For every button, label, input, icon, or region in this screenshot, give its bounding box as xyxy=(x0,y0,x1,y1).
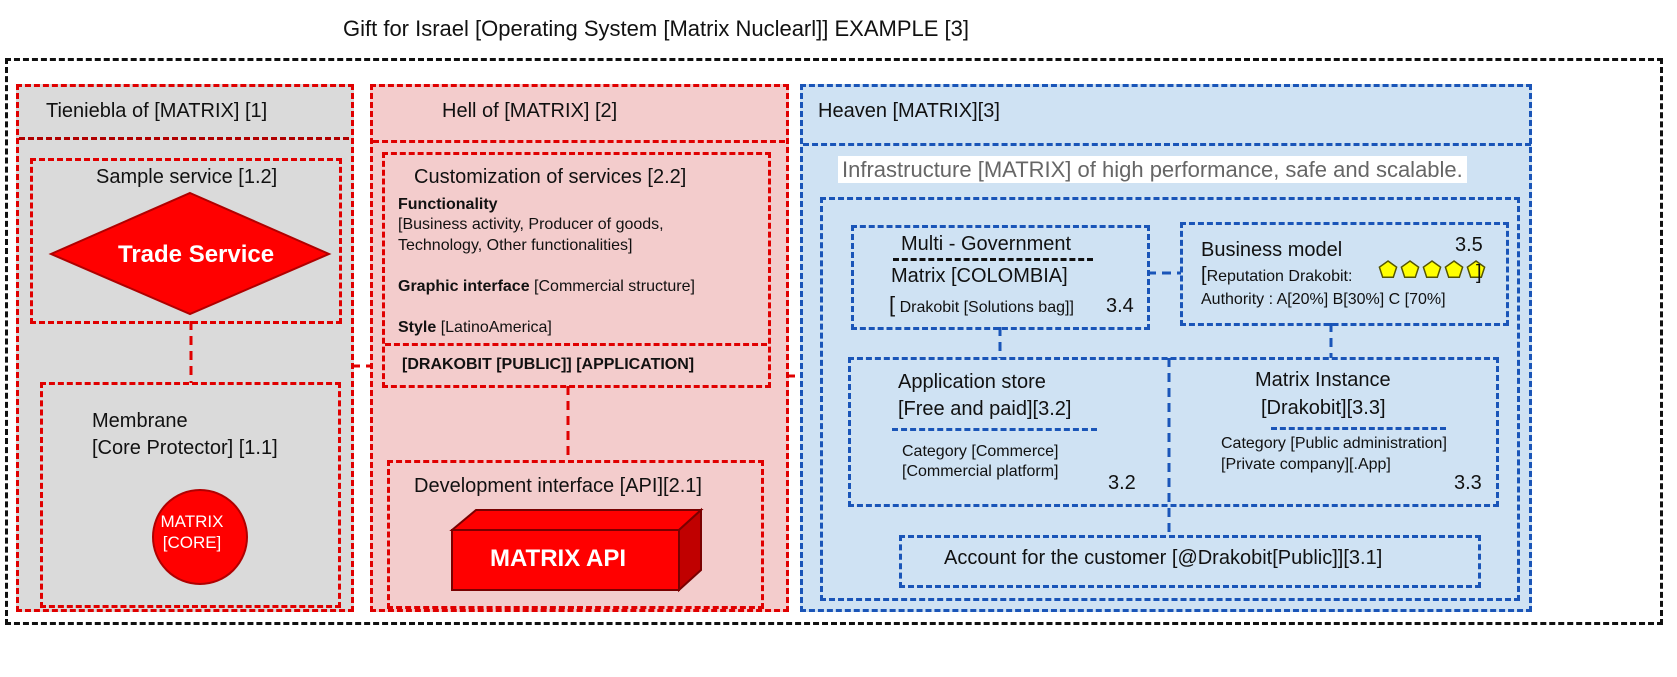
tieniebla-header: Tieniebla of [MATRIX] [1] xyxy=(46,100,268,122)
matrix-instance-underline xyxy=(1271,427,1446,430)
application-store-subtitle: [Free and paid][3.2] xyxy=(898,398,1072,420)
customization-title: Customization of services [2.2] xyxy=(414,166,687,188)
style-value: [LatinoAmerica] xyxy=(436,319,552,336)
matrix-instance-number: 3.3 xyxy=(1454,472,1482,494)
membrane-subtitle: [Core Protector] [1.1] xyxy=(92,437,278,459)
account-box xyxy=(899,535,1481,588)
sample-service-title: Sample service [1.2] xyxy=(96,166,278,188)
tieniebla-header-divider xyxy=(19,137,349,140)
hell-header-divider xyxy=(373,140,785,143)
business-model-title: Business model xyxy=(1201,239,1343,261)
solutions-bracket: [ xyxy=(889,292,896,317)
matrix-instance-category-2: [Private company][.App] xyxy=(1221,456,1391,473)
trade-service-label: Trade Service xyxy=(118,241,275,268)
heaven-header: Heaven [MATRIX][3] xyxy=(818,100,1000,122)
customization-box xyxy=(382,152,771,388)
graphic-interface-label: Graphic interface xyxy=(398,278,530,295)
outer-frame xyxy=(5,58,1663,625)
multi-government-line3: [ Drakobit [Solutions bag]] xyxy=(889,292,1074,317)
drakobit-application-label: [DRAKOBIT [PUBLIC]] [APPLICATION] xyxy=(402,356,695,373)
functionality-line2: Technology, Other functionalities] xyxy=(398,237,633,254)
dev-interface-title: Development interface [API][2.1] xyxy=(414,475,702,497)
multi-government-matrix: Matrix [COLOMBIA] xyxy=(891,265,1068,287)
business-model-box xyxy=(1180,222,1509,326)
hell-header: Hell of [MATRIX] [2] xyxy=(442,100,618,122)
customization-divider xyxy=(385,343,767,346)
matrix-instance-category-1: Category [Public administration] xyxy=(1221,435,1447,452)
graphic-interface-line: Graphic interface [Commercial structure] xyxy=(398,278,695,296)
matrix-core-label-1: MATRIX xyxy=(160,512,224,531)
application-store-title: Application store xyxy=(898,371,1046,393)
infrastructure-banner: Infrastructure [MATRIX] of high performa… xyxy=(838,156,1467,184)
multi-government-title: Multi - Government xyxy=(901,233,1072,255)
matrix-instance-title: Matrix Instance xyxy=(1255,369,1391,391)
heaven-inner-box xyxy=(820,197,1520,601)
business-model-number: 3.5 xyxy=(1455,234,1483,256)
heaven-header-divider xyxy=(803,143,1531,146)
matrix-instance-subtitle: [Drakobit][3.3] xyxy=(1261,397,1386,419)
multi-government-underline xyxy=(893,258,1093,261)
style-label: Style xyxy=(398,319,437,336)
sample-service-box xyxy=(30,158,342,324)
matrix-core-label-2: [CORE] xyxy=(162,533,222,552)
reputation-text: Reputation Drakobit: xyxy=(1206,268,1353,285)
style-line: Style [LatinoAmerica] xyxy=(398,319,552,337)
account-label: Account for the customer [@Drakobit[Publ… xyxy=(944,547,1383,569)
dev-interface-box xyxy=(387,460,764,609)
matrix-core-circle xyxy=(152,489,248,585)
functionality-label: Functionality xyxy=(398,196,498,213)
membrane-title: Membrane xyxy=(92,410,188,432)
matrix-api-label: MATRIX API xyxy=(490,545,626,572)
solutions-bag-text: Drakobit [Solutions bag]] xyxy=(895,299,1074,316)
reputation-bracket: [ xyxy=(1201,264,1207,286)
application-store-category-2: [Commercial platform] xyxy=(902,463,1059,480)
application-store-number: 3.2 xyxy=(1108,472,1136,494)
membrane-box xyxy=(40,382,341,608)
application-store-category-1: Category [Commerce] xyxy=(902,443,1059,460)
page-title: Gift for Israel [Operating System [Matri… xyxy=(343,16,969,41)
application-store-underline xyxy=(892,428,1097,431)
reputation-close-bracket: ] xyxy=(1476,262,1482,284)
reputation-line: [Reputation Drakobit: xyxy=(1201,264,1352,287)
authority-text: Authority : A[20%] B[30%] C [70%] xyxy=(1201,291,1446,308)
multi-government-number: 3.4 xyxy=(1106,295,1134,317)
store-instance-box xyxy=(848,357,1499,507)
functionality-line1: [Business activity, Producer of goods, xyxy=(398,216,664,233)
graphic-interface-value: [Commercial structure] xyxy=(529,278,695,295)
